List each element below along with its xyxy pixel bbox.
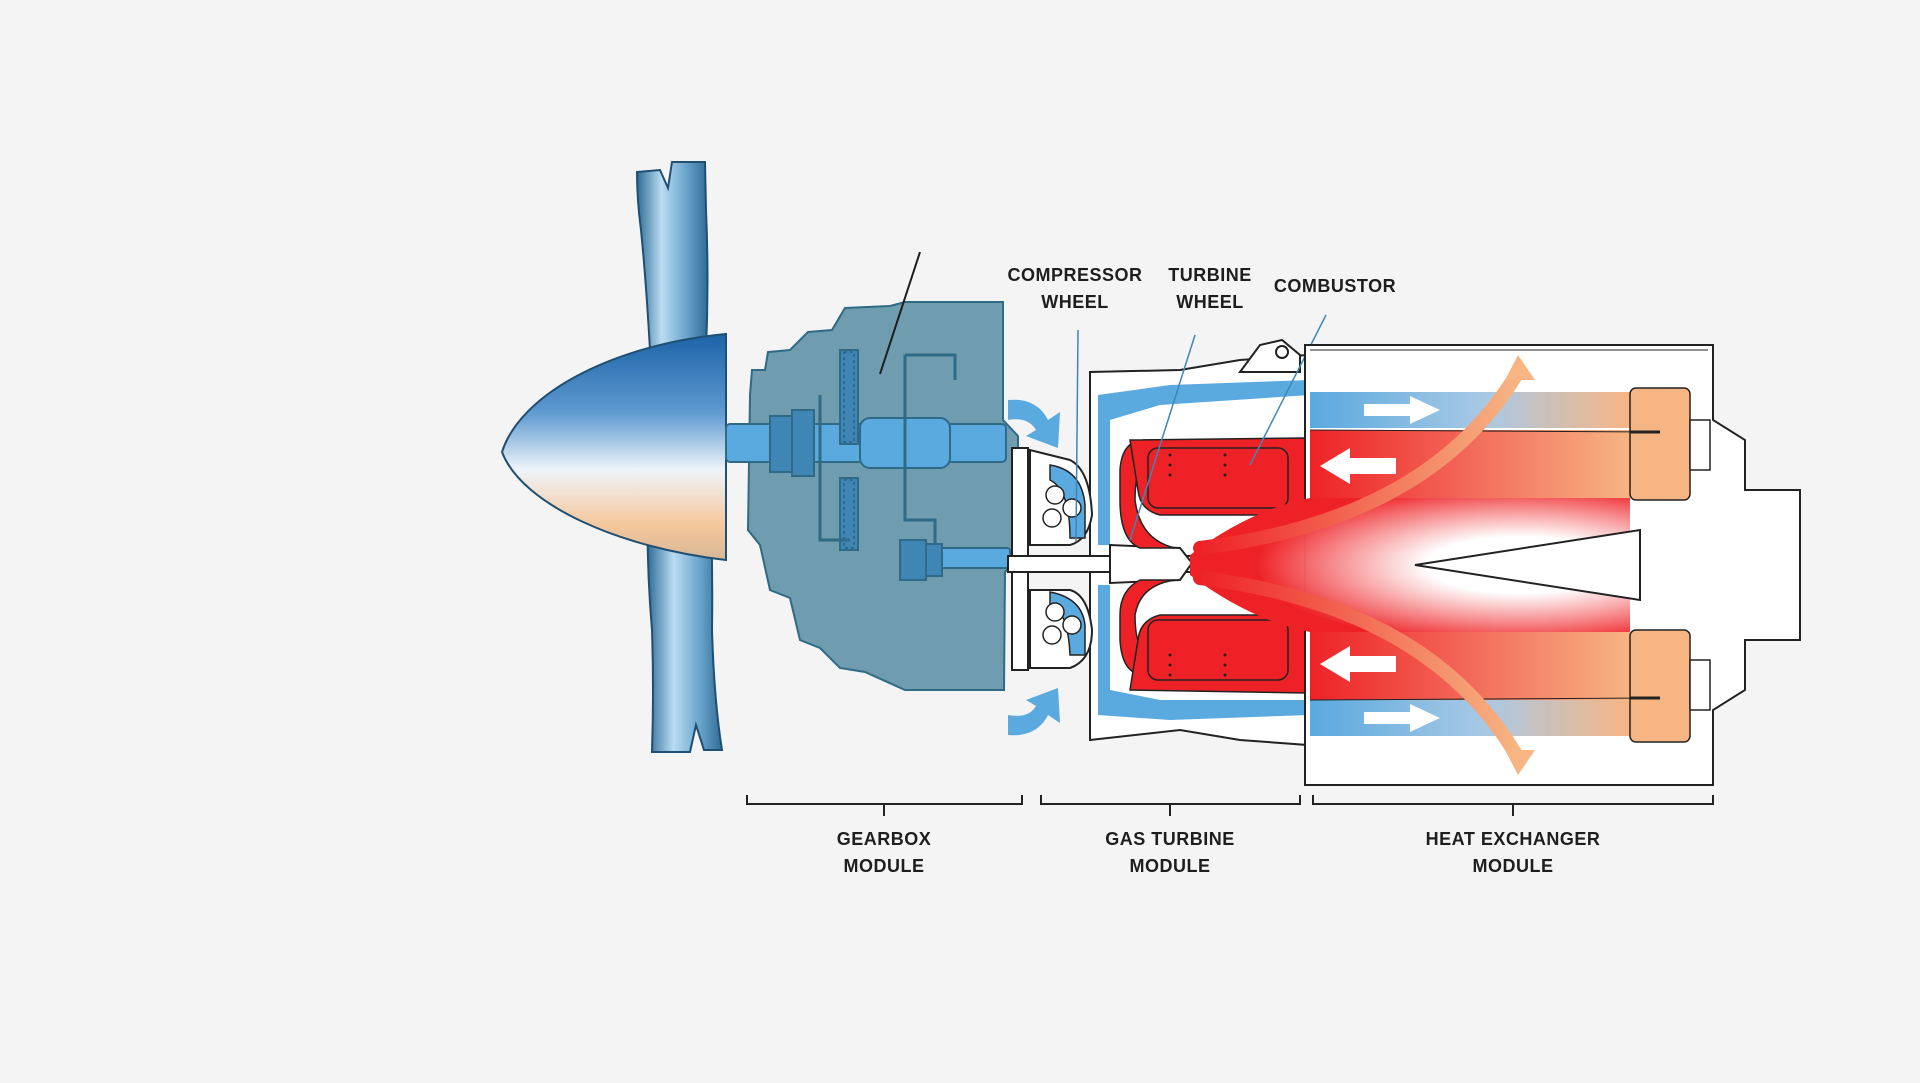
gearbox-housing	[746, 301, 1019, 691]
module-braces	[746, 795, 1714, 816]
combustor-label: COMBUSTOR	[1273, 276, 1397, 296]
turbine-wheel-label: TURBINE WHEEL	[1168, 265, 1252, 312]
heat-exchanger-section	[1190, 344, 1801, 786]
gas-turbine-module-brace	[1040, 795, 1301, 816]
flow-arrow-icon	[1008, 399, 1060, 736]
gearbox-module-brace	[746, 795, 1023, 816]
propeller-blade-upper	[635, 161, 709, 351]
gearbox-module-label: GEARBOX MODULE	[836, 829, 932, 876]
flow-arrow-icon	[1320, 396, 1440, 732]
compressor-wheel-label: COMPRESSOR WHEEL	[1007, 265, 1143, 312]
gearbox-icon	[725, 251, 1019, 691]
heat-exchanger-module-label: HEAT EXCHANGER MODULE	[1425, 829, 1601, 876]
propeller-spinner	[500, 332, 727, 562]
gas-turbine-module-label: GAS TURBINE MODULE	[1105, 829, 1235, 876]
heat-exchanger-module-brace	[1312, 795, 1714, 816]
gas-turbine-section	[1007, 314, 1327, 747]
propeller-icon	[500, 161, 727, 753]
